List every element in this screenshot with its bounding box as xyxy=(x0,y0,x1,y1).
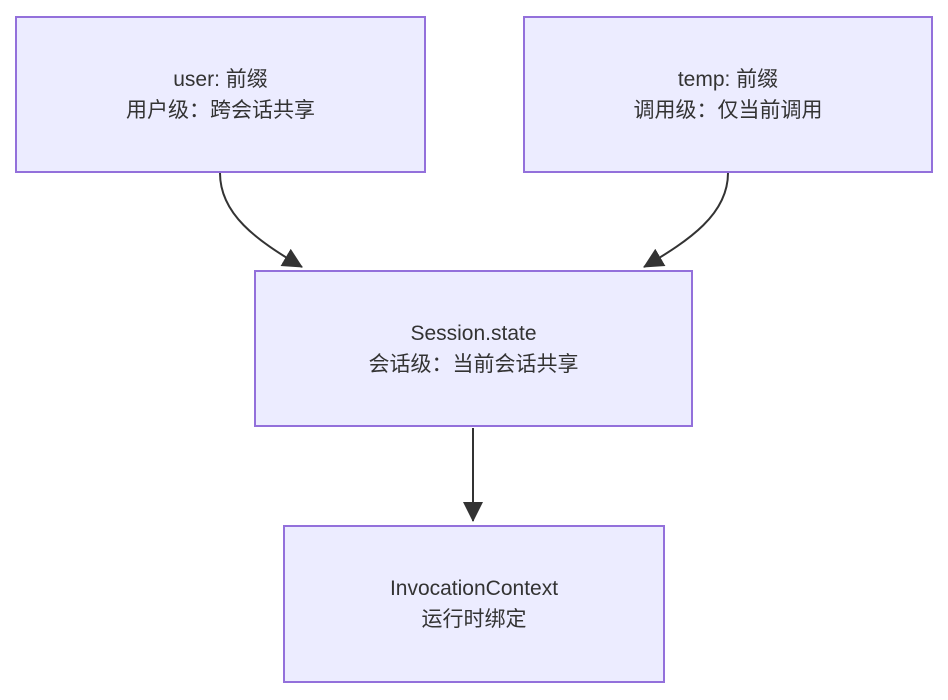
node-invocation-line1: InvocationContext xyxy=(389,577,559,600)
node-user-line1: user: 前缀 xyxy=(173,67,268,91)
node-session-line1: Session.state xyxy=(410,321,537,345)
edge-temp-to-session xyxy=(643,172,729,268)
node-session-state: Session.state 会话级：当前会话共享 xyxy=(254,270,693,427)
node-session-line2: 会话级：当前会话共享 xyxy=(368,352,579,376)
node-temp-line2: 调用级：仅当前调用 xyxy=(633,98,823,122)
node-temp-prefix: temp: 前缀 调用级：仅当前调用 xyxy=(523,16,933,173)
node-user-line2: 用户级：跨会话共享 xyxy=(126,98,315,122)
node-temp-line1: temp: 前缀 xyxy=(677,67,779,91)
node-invocation-context: InvocationContext 运行时绑定 xyxy=(283,525,665,683)
edge-user-to-session xyxy=(219,172,303,268)
node-user-prefix: user: 前缀 用户级：跨会话共享 xyxy=(15,16,426,173)
node-invocation-line2: 运行时绑定 xyxy=(421,608,527,631)
